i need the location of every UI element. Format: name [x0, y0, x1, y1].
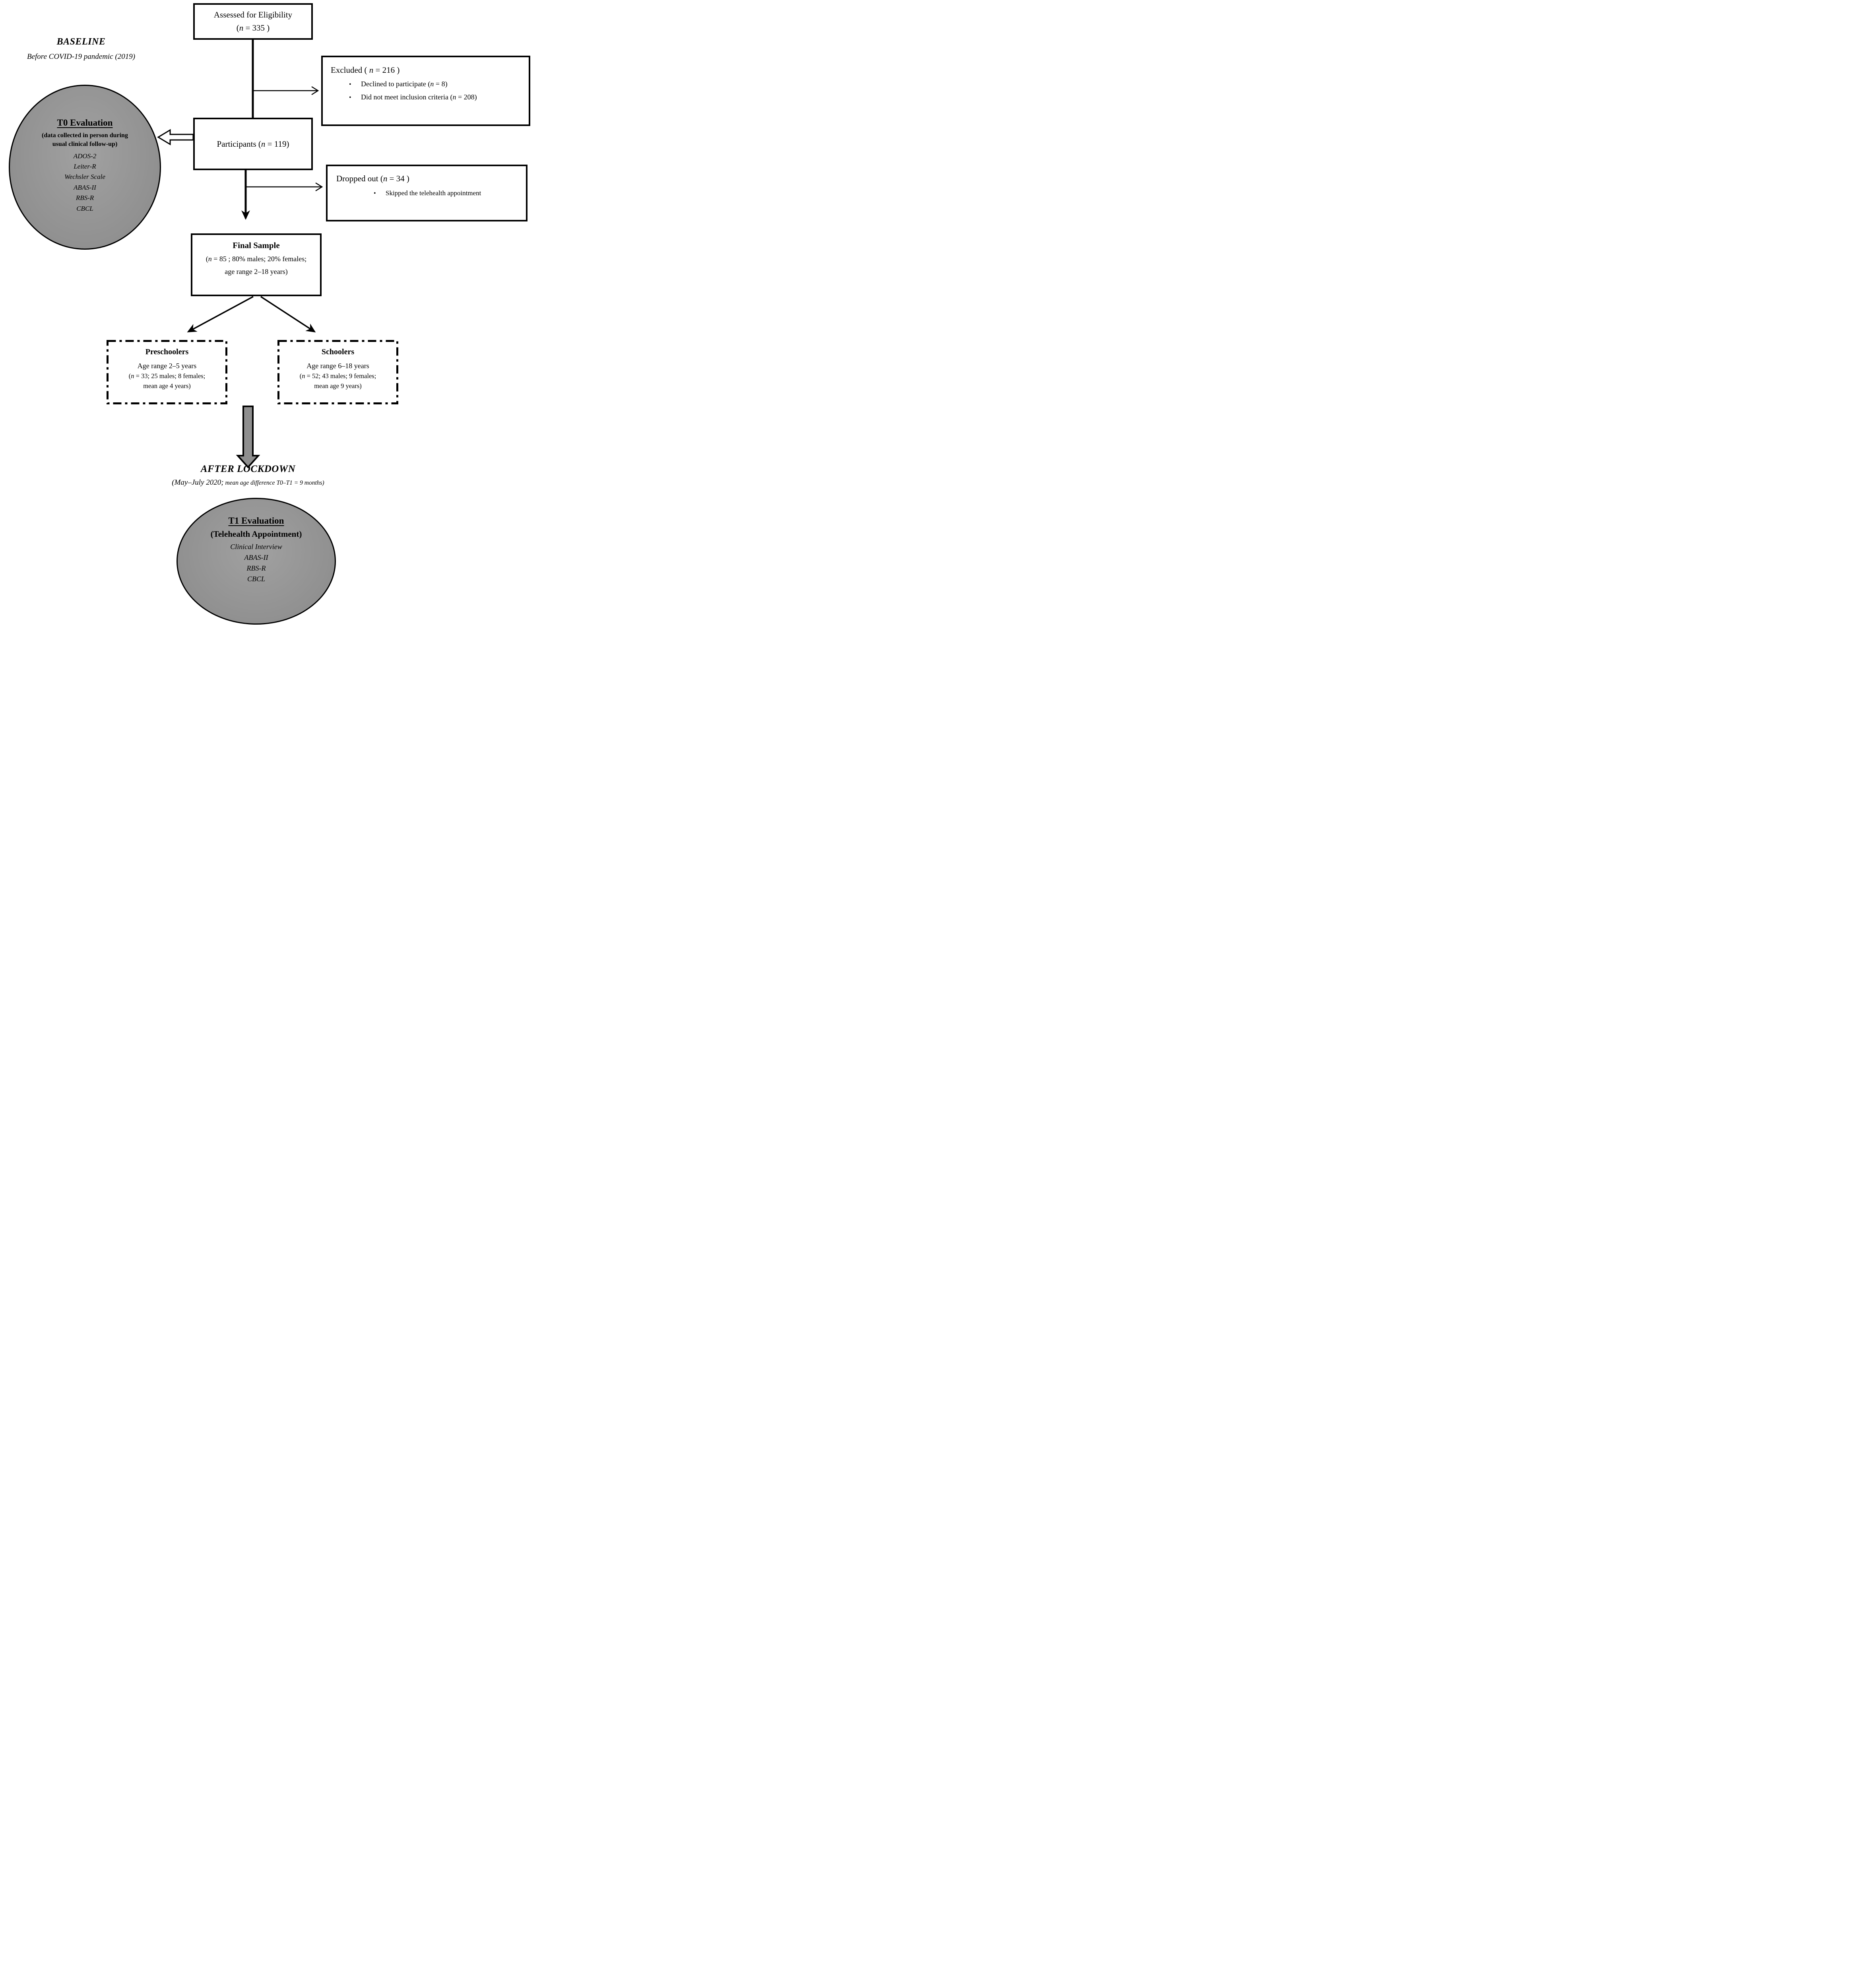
excluded-bullet-2: • Did not meet inclusion criteria (n = 2…	[349, 93, 529, 101]
after-lockdown-subtitle: (May–July 2020; mean age difference T0–T…	[172, 478, 324, 487]
t0-measure: Wechsler Scale	[64, 173, 105, 181]
dropped-bullet-1-text: Skipped the telehealth appointment	[386, 189, 481, 197]
excluded-bullet-1-text: Declined to participate (n = 8)	[361, 80, 448, 88]
study-flow-diagram: BASELINE Before COVID-19 pandemic (2019)…	[0, 0, 533, 626]
hollow-arrow-participants-to-t0-icon	[157, 129, 194, 146]
assessed-eligibility-box: Assessed for Eligibility (n = 335 )	[193, 3, 313, 40]
t0-measure: ABAS-II	[74, 183, 96, 191]
assessed-count: (n = 335 )	[236, 23, 270, 33]
dropped-title: Dropped out (n = 34 )	[336, 174, 409, 183]
t1-measure-list: Clinical Interview ABAS-II RBS-R CBCL	[230, 542, 282, 584]
excluded-bullet-1: • Declined to participate (n = 8)	[349, 80, 529, 88]
final-sample-title: Final Sample	[233, 241, 280, 250]
assessed-line1: Assessed for Eligibility	[213, 10, 293, 19]
t0-measure: CBCL	[76, 204, 93, 212]
excluded-title: Excluded ( n = 216 )	[331, 65, 400, 75]
baseline-phase-label: BASELINE Before COVID-19 pandemic (2019)	[3, 37, 159, 61]
after-lockdown-title: AFTER LOCKDOWN	[200, 464, 296, 474]
t1-evaluation-ellipse: T1 Evaluation (Telehealth Appointment) C…	[176, 498, 336, 625]
preschoolers-stats: (n = 33; 25 males; 8 females;	[128, 372, 206, 380]
participants-box: Participants (n = 119)	[193, 118, 313, 170]
t1-measure: CBCL	[247, 575, 265, 583]
t0-measure-list: ADOS-2 Leiter-R Wechsler Scale ABAS-II R…	[64, 151, 105, 214]
schoolers-title: Schoolers	[321, 348, 355, 356]
participants-label: Participants (n = 119)	[217, 139, 289, 149]
dropped-out-box: Dropped out (n = 34 ) • Skipped the tele…	[326, 165, 528, 221]
t0-evaluation-ellipse: T0 Evaluation (data collected in person …	[9, 85, 161, 250]
after-lockdown-phase-label: AFTER LOCKDOWN (May–July 2020; mean age …	[0, 464, 496, 487]
arrow-final-to-schoolers	[260, 296, 316, 333]
t0-title: T0 Evaluation	[57, 118, 113, 128]
t1-measure: Clinical Interview	[230, 543, 282, 551]
t0-subtitle: (data collected in person during usual c…	[42, 132, 128, 148]
preschoolers-box: Preschoolers Age range 2–5 years (n = 33…	[107, 341, 227, 404]
t1-measure: ABAS-II	[244, 553, 268, 562]
schoolers-mean-age: mean age 9 years)	[314, 382, 362, 390]
final-sample-box: Final Sample (n = 85 ; 80% males; 20% fe…	[191, 233, 322, 296]
schoolers-box: Schoolers Age range 6–18 years (n = 52; …	[278, 341, 398, 404]
big-arrow-to-after-lockdown-icon	[236, 406, 260, 468]
baseline-title: BASELINE	[56, 37, 106, 47]
excluded-box: Excluded ( n = 216 ) • Declined to parti…	[321, 56, 530, 126]
preschoolers-age-range: Age range 2–5 years	[137, 362, 197, 370]
preschoolers-mean-age: mean age 4 years)	[143, 382, 191, 390]
baseline-subtitle: Before COVID-19 pandemic (2019)	[27, 52, 136, 61]
excluded-bullet-2-text: Did not meet inclusion criteria (n = 208…	[361, 93, 477, 101]
final-sample-line2: (n = 85 ; 80% males; 20% females;	[206, 255, 307, 263]
bullet-icon: •	[349, 94, 351, 101]
bullet-icon: •	[374, 190, 376, 197]
t0-measure: ADOS-2	[73, 152, 97, 160]
final-sample-line3: age range 2–18 years)	[225, 268, 288, 276]
t1-measure: RBS-R	[246, 564, 266, 573]
t1-title: T1 Evaluation	[228, 516, 284, 526]
dropped-bullet-1: • Skipped the telehealth appointment	[374, 189, 526, 197]
schoolers-age-range: Age range 6–18 years	[306, 362, 369, 370]
arrow-final-to-preschoolers	[187, 296, 254, 332]
schoolers-stats: (n = 52; 43 males; 9 females;	[299, 372, 376, 380]
t0-measure: Leiter-R	[74, 163, 96, 171]
bullet-icon: •	[349, 81, 351, 88]
t1-subtitle: (Telehealth Appointment)	[210, 529, 302, 539]
preschoolers-title: Preschoolers	[145, 348, 189, 356]
t0-measure: RBS-R	[76, 194, 94, 202]
